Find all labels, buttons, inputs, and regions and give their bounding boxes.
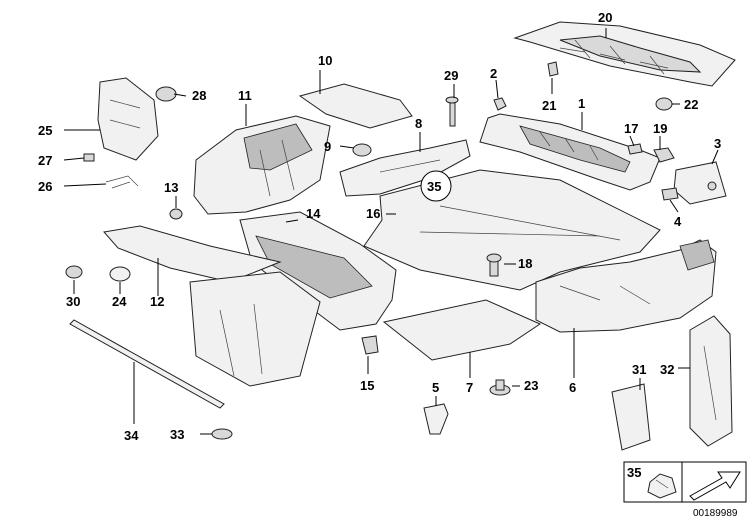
callout-16: 16 <box>366 206 380 221</box>
callout-31: 31 <box>632 362 646 377</box>
callout-21: 21 <box>542 98 556 113</box>
part-34-rod <box>69 319 225 409</box>
callout-20: 20 <box>598 10 612 25</box>
callout-29: 29 <box>444 68 458 83</box>
callout-30: 30 <box>66 294 80 309</box>
callout-2: 2 <box>490 66 497 81</box>
callout-17: 17 <box>624 121 638 136</box>
part-32-container <box>689 315 733 447</box>
part-24-pad <box>109 266 131 282</box>
callout-9: 9 <box>324 139 331 154</box>
part-30-nut <box>65 265 83 279</box>
callout-24: 24 <box>112 294 127 309</box>
callout-8: 8 <box>415 116 422 131</box>
callout-14: 14 <box>306 206 321 221</box>
part-18-bolt <box>486 253 502 277</box>
callout-18: 18 <box>518 256 532 271</box>
part-6-side-lining <box>535 239 717 333</box>
callout-23: 23 <box>524 378 538 393</box>
callout-5: 5 <box>432 380 439 395</box>
part-5-rivet <box>423 403 449 435</box>
part-15-clip <box>361 335 379 355</box>
part-10-panel <box>298 83 413 129</box>
callout-labels: 1 2 3 4 5 6 7 8 9 10 11 12 13 14 15 16 1… <box>38 10 721 443</box>
callout-27: 27 <box>38 153 52 168</box>
part-4-plug <box>661 187 679 201</box>
part-25-housing <box>97 77 159 161</box>
callout-15: 15 <box>360 378 374 393</box>
legend-label: 35 <box>627 465 641 480</box>
callout-22: 22 <box>684 97 698 112</box>
legend-clip-icon <box>647 473 677 499</box>
part-23-nut <box>489 379 511 396</box>
part-27-clip <box>83 153 95 162</box>
callout-1: 1 <box>578 96 585 111</box>
part-12-lower-lining <box>103 225 321 387</box>
callout-11: 11 <box>238 88 252 103</box>
callout-32: 32 <box>660 362 674 377</box>
callout-12: 12 <box>150 294 164 309</box>
arrow-icon <box>689 471 741 501</box>
callout-3: 3 <box>714 136 721 151</box>
part-31-cover <box>611 383 651 451</box>
callout-10: 10 <box>318 53 332 68</box>
part-1-trim-panel <box>479 113 661 191</box>
callout-13: 13 <box>164 180 178 195</box>
part-22-cap <box>655 97 673 111</box>
callout-19: 19 <box>653 121 667 136</box>
part-7-floor-plate <box>382 299 542 361</box>
part-19-connector <box>653 147 675 163</box>
part-26-bracket <box>105 175 139 189</box>
callout-4: 4 <box>674 214 682 229</box>
part-28-cap <box>155 86 177 102</box>
callout-6: 6 <box>569 380 576 395</box>
callout-26: 26 <box>38 179 52 194</box>
callout-34: 34 <box>124 428 139 443</box>
part-9-grommet <box>352 143 372 157</box>
part-11-side-lining <box>193 115 331 215</box>
callout-28: 28 <box>192 88 206 103</box>
leader-lines <box>63 28 719 435</box>
part-33-grommet <box>211 428 233 440</box>
part-13-bolt <box>169 208 183 220</box>
part-20-rear-shelf <box>513 21 736 87</box>
part-8-cover <box>339 139 471 197</box>
part-17-clip <box>627 143 643 155</box>
callout-35-circled: 35 <box>427 179 441 194</box>
part-21-clip <box>547 61 559 77</box>
part-2-bolt <box>493 97 507 111</box>
legend-box: 35 <box>623 461 747 503</box>
part-3-bracket <box>673 161 727 205</box>
callout-25: 25 <box>38 123 52 138</box>
callout-7: 7 <box>466 380 473 395</box>
document-number: 00189989 <box>693 508 738 519</box>
part-29-screw <box>445 96 459 127</box>
part-35-callout-circle <box>420 170 452 202</box>
callout-33: 33 <box>170 427 184 442</box>
